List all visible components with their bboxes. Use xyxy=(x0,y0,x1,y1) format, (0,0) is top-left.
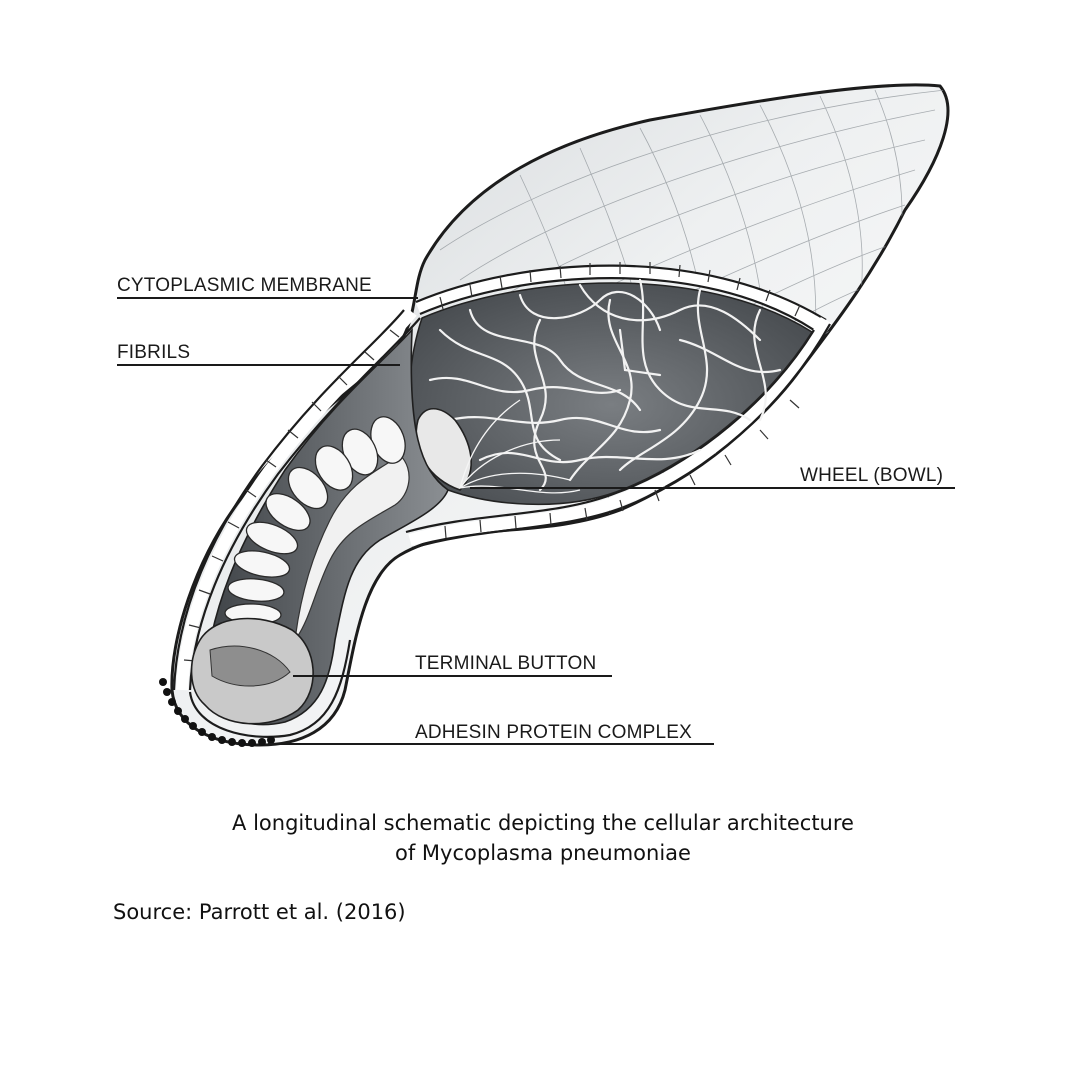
label-adhesin-protein-complex: ADHESIN PROTEIN COMPLEX xyxy=(415,722,692,743)
leader-lines xyxy=(117,297,955,745)
label-wheel-bowl: WHEEL (BOWL) xyxy=(800,465,944,486)
label-cytoplasmic-membrane: CYTOPLASMIC MEMBRANE xyxy=(117,275,372,296)
adhesin-protein-complex xyxy=(159,678,275,747)
source-citation: Source: Parrott et al. (2016) xyxy=(113,900,406,924)
caption-line-2: of Mycoplasma pneumoniae xyxy=(395,841,691,865)
cytoplasmic-membrane xyxy=(172,262,832,738)
fibrils xyxy=(428,278,782,492)
terminal-button xyxy=(190,617,314,725)
mycoplasma-schematic-illustration xyxy=(117,83,955,747)
label-fibrils: FIBRILS xyxy=(117,342,191,363)
ladder-rungs xyxy=(224,416,406,625)
label-terminal-button: TERMINAL BUTTON xyxy=(415,653,597,674)
figure-caption: A longitudinal schematic depicting the c… xyxy=(0,808,1080,868)
caption-line-1: A longitudinal schematic depicting the c… xyxy=(232,811,854,835)
